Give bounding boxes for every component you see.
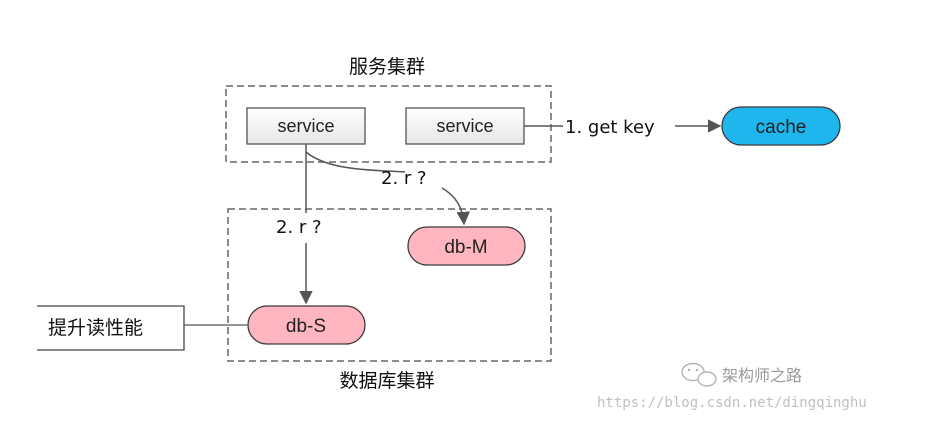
get-key-label: 1. get key [565, 117, 655, 138]
side-note-bracket [37, 305, 185, 351]
service-left-label: service [277, 116, 334, 136]
service-node-left[interactable]: service [246, 107, 366, 145]
watermark-brand: 架构师之路 [722, 366, 802, 385]
db-master-node[interactable]: db-M [407, 226, 526, 266]
service-node-right[interactable]: service [405, 107, 525, 145]
cache-label: cache [756, 117, 807, 138]
read-master-arrow [441, 187, 470, 226]
db-slave-node[interactable]: db-S [247, 305, 366, 345]
watermark-url: https://blog.csdn.net/dingqinghu [597, 395, 867, 411]
read-master-edge-start [305, 151, 406, 173]
db-cluster-box [227, 208, 552, 362]
db-master-label: db-M [444, 237, 487, 258]
read-master-label: 2. r ? [381, 168, 427, 189]
service-cluster-box [225, 85, 552, 163]
service-cluster-title: 服务集群 [349, 56, 425, 78]
service-right-label: service [436, 116, 493, 136]
side-note-label: 提升读性能 [48, 317, 143, 339]
db-cluster-title: 数据库集群 [339, 370, 434, 392]
cache-node[interactable]: cache [721, 106, 841, 146]
read-slave-label: 2. r ? [276, 217, 322, 238]
db-slave-label: db-S [286, 316, 326, 337]
wechat-icon [681, 362, 717, 387]
watermark: 架构师之路 https://blog.csdn.net/dingqinghu [597, 362, 867, 411]
